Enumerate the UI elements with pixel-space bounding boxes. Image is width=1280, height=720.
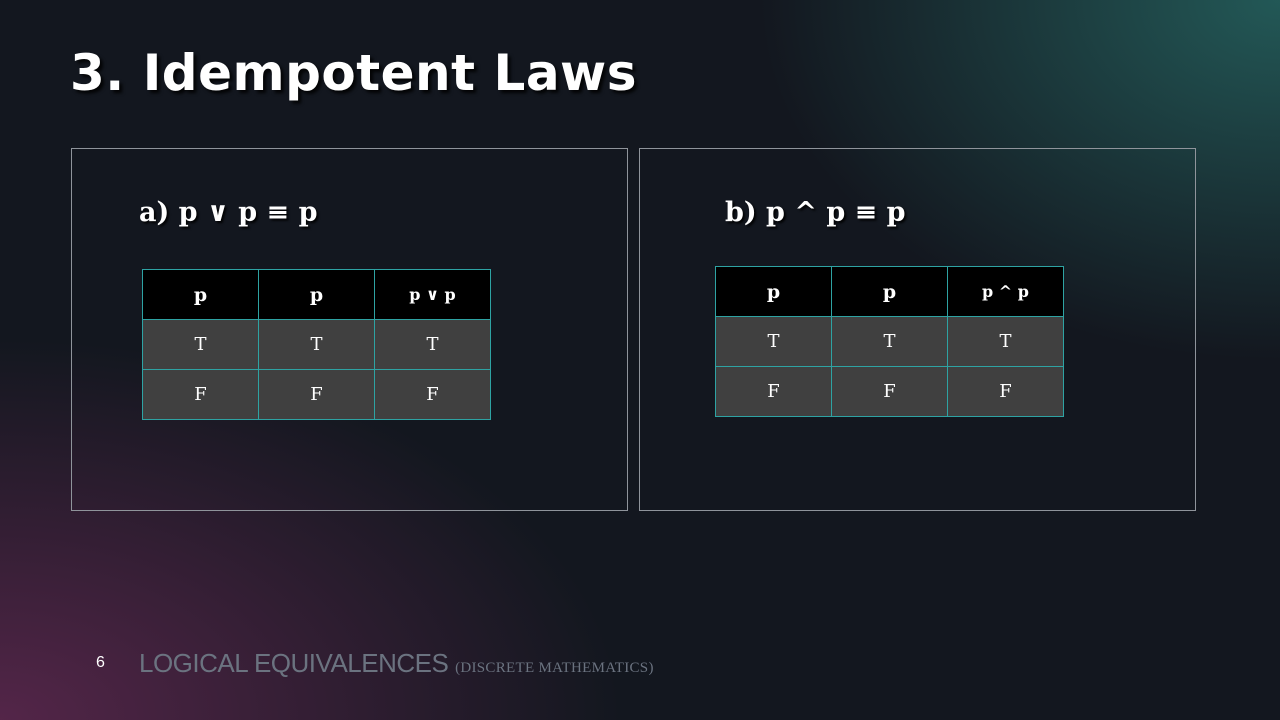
table-cell: F — [142, 369, 259, 420]
left-panel: a) p ∨ p ≡ p p p p ∨ p T T T F F F — [71, 148, 628, 511]
table-header-cell: p — [715, 266, 832, 317]
table-row: T T T — [715, 316, 1064, 367]
law-heading-and: b) p ^ p ≡ p — [725, 197, 906, 228]
table-row: T T T — [142, 319, 491, 370]
table-header-cell: p — [831, 266, 948, 317]
table-row: F F F — [142, 369, 491, 420]
table-header-cell: p — [142, 269, 259, 320]
table-cell: T — [258, 319, 375, 370]
table-header-cell: p ∨ p — [374, 269, 491, 320]
slide-number: 6 — [96, 654, 105, 671]
footer-title: LOGICAL EQUIVALENCES — [139, 648, 449, 678]
table-cell: F — [947, 366, 1064, 417]
law-heading-or: a) p ∨ p ≡ p — [139, 197, 318, 228]
table-cell: F — [258, 369, 375, 420]
table-header-row: p p p ^ p — [715, 266, 1064, 317]
table-cell: F — [831, 366, 948, 417]
table-cell: T — [947, 316, 1064, 367]
table-cell: F — [374, 369, 491, 420]
slide-footer: LOGICAL EQUIVALENCES (DISCRETE MATHEMATI… — [139, 648, 654, 679]
table-cell: T — [715, 316, 832, 367]
table-header-cell: p ^ p — [947, 266, 1064, 317]
right-panel: b) p ^ p ≡ p p p p ^ p T T T F F F — [639, 148, 1196, 511]
table-cell: T — [374, 319, 491, 370]
footer-subtitle: (DISCRETE MATHEMATICS) — [455, 660, 654, 676]
table-cell: T — [831, 316, 948, 367]
table-header-row: p p p ∨ p — [142, 269, 491, 320]
table-row: F F F — [715, 366, 1064, 417]
table-header-cell: p — [258, 269, 375, 320]
slide-title: 3. Idempotent Laws — [70, 44, 638, 102]
table-cell: T — [142, 319, 259, 370]
truth-table-or: p p p ∨ p T T T F F F — [142, 269, 491, 420]
table-cell: F — [715, 366, 832, 417]
truth-table-and: p p p ^ p T T T F F F — [715, 266, 1064, 417]
